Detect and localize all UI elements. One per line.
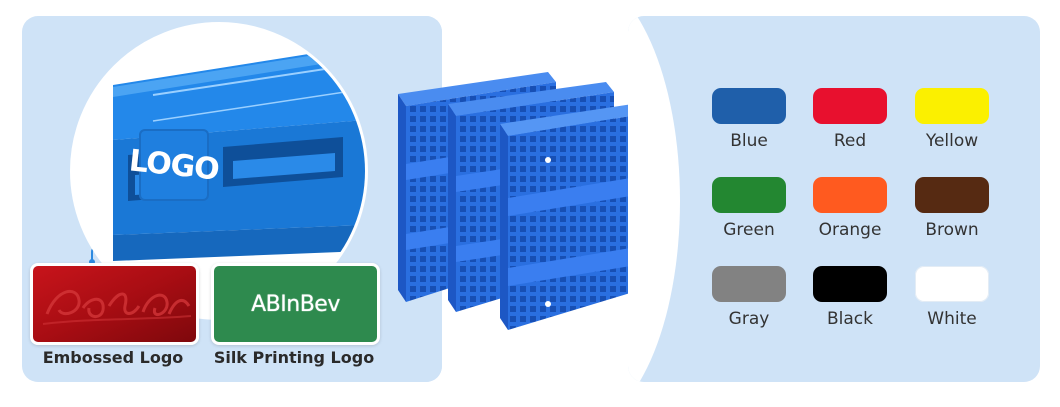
color-swatch bbox=[915, 177, 989, 213]
color-label: Gray bbox=[728, 309, 770, 329]
color-swatch bbox=[813, 88, 887, 124]
color-label: Brown bbox=[925, 220, 979, 240]
color-option-red[interactable]: Red bbox=[813, 88, 887, 168]
color-label: Black bbox=[827, 309, 873, 329]
color-swatch bbox=[915, 88, 989, 124]
color-option-gray[interactable]: Gray bbox=[712, 266, 786, 346]
color-label: White bbox=[927, 309, 977, 329]
color-option-black[interactable]: Black bbox=[813, 266, 887, 346]
color-option-orange[interactable]: Orange bbox=[813, 177, 887, 257]
color-options-panel: Blue Red Yellow Green Orange Brown bbox=[628, 16, 1040, 382]
panel-cutout bbox=[628, 16, 680, 382]
color-swatch bbox=[712, 177, 786, 213]
logo-options-panel: LOGO ABInBev Embossed Log bbox=[22, 16, 442, 382]
embossed-logo-sample bbox=[30, 263, 199, 345]
silk-logo-text: ABInBev bbox=[251, 291, 340, 317]
color-swatch bbox=[712, 88, 786, 124]
silk-printing-logo-label: Silk Printing Logo bbox=[213, 348, 375, 367]
color-label: Blue bbox=[730, 131, 768, 151]
color-swatch bbox=[915, 266, 989, 302]
color-option-blue[interactable]: Blue bbox=[712, 88, 786, 168]
color-label: Orange bbox=[818, 220, 882, 240]
color-option-brown[interactable]: Brown bbox=[915, 177, 989, 257]
silk-printing-logo-sample: ABInBev bbox=[211, 263, 380, 345]
color-option-yellow[interactable]: Yellow bbox=[915, 88, 989, 168]
color-swatch bbox=[712, 266, 786, 302]
color-label: Green bbox=[723, 220, 775, 240]
color-option-white[interactable]: White bbox=[915, 266, 989, 346]
color-option-green[interactable]: Green bbox=[712, 177, 786, 257]
color-label: Yellow bbox=[925, 131, 979, 151]
color-swatch bbox=[813, 177, 887, 213]
logo-plate-text: LOGO bbox=[127, 142, 221, 188]
color-swatch bbox=[813, 266, 887, 302]
color-label: Red bbox=[833, 131, 867, 151]
logo-plate: LOGO bbox=[128, 129, 220, 201]
embossed-logo-image bbox=[33, 266, 196, 342]
embossed-logo-label: Embossed Logo bbox=[42, 348, 184, 367]
color-swatch-grid: Blue Red Yellow Green Orange Brown bbox=[712, 88, 989, 358]
